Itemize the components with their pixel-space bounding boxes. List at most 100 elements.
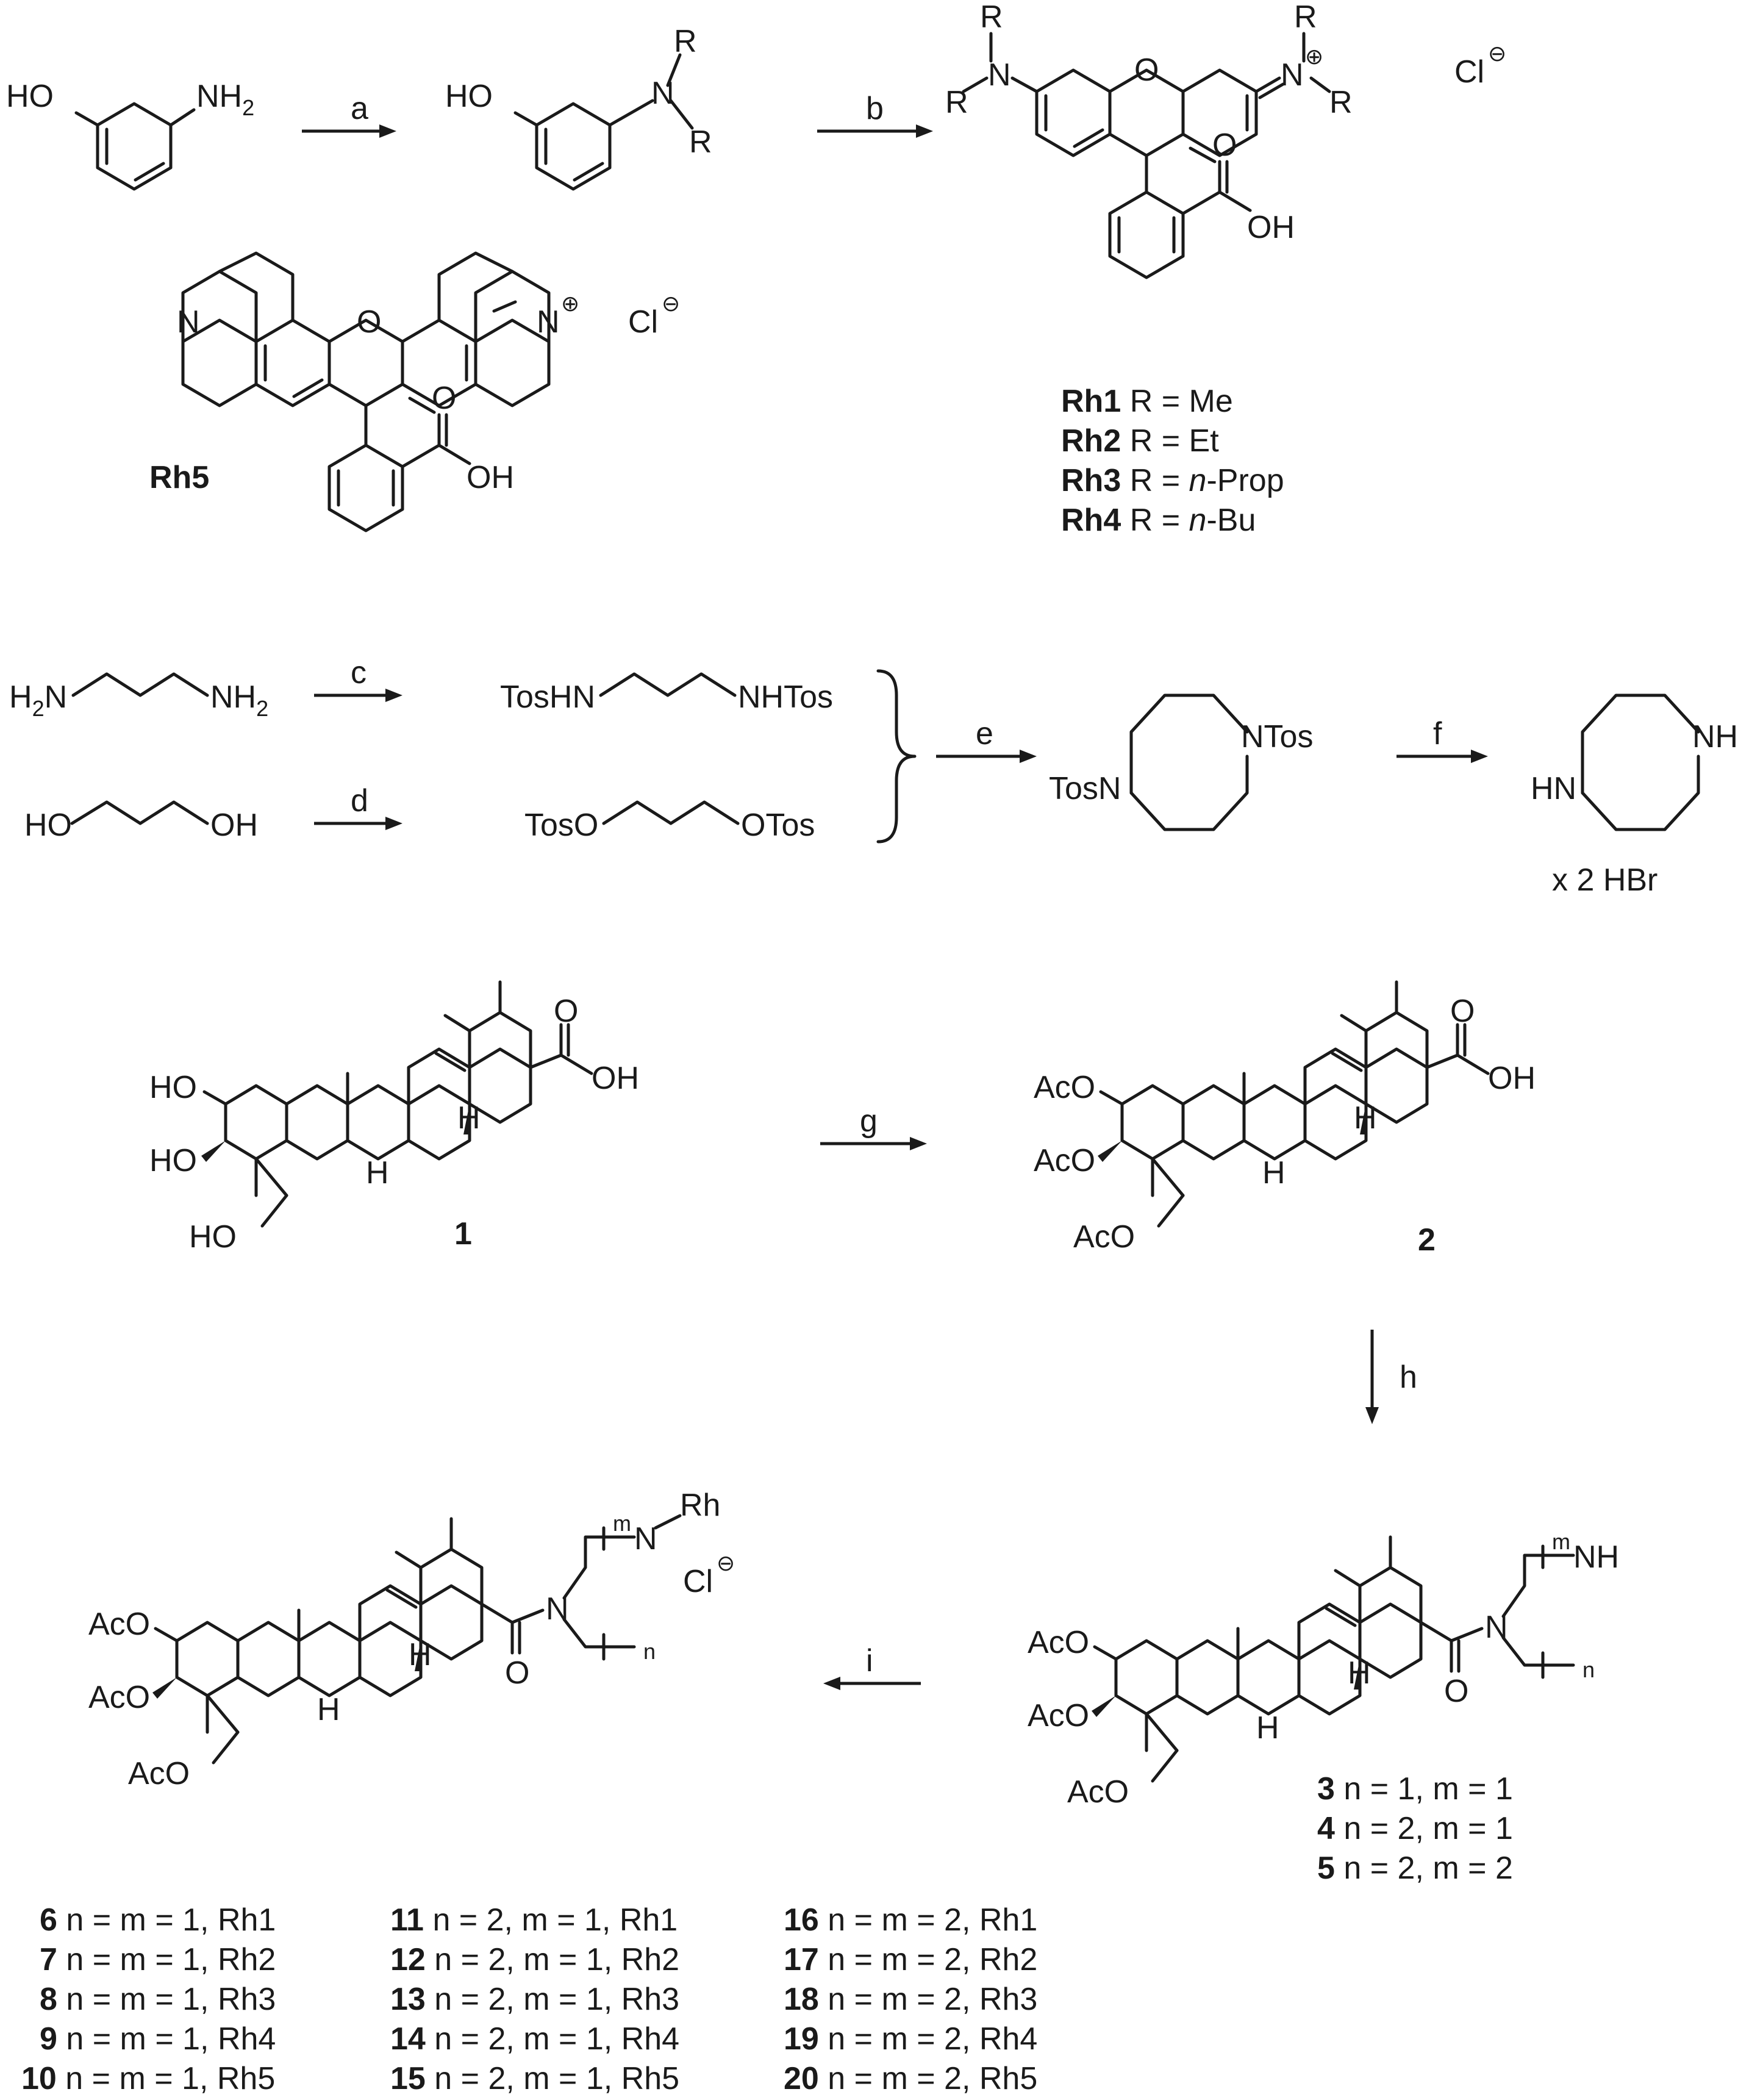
minus-charge: ⊖ [717, 1550, 735, 1575]
acetoxy-label: AcO [88, 1607, 150, 1642]
legend-rh2: Rh2 R = Et [1061, 423, 1219, 459]
dialkylaminophenol: HO N R R [445, 24, 712, 191]
reagent-a: a [351, 91, 368, 126]
m-aminophenol: HO NH2 [6, 79, 254, 191]
acetoxy-label: AcO [1028, 1625, 1089, 1660]
h-label: H [409, 1637, 432, 1672]
reagent-g: g [860, 1103, 878, 1139]
minus-charge: ⊖ [1488, 41, 1506, 66]
acetoxy-label: AcO [1028, 1698, 1089, 1733]
arrow-f: f [1396, 716, 1488, 763]
diazocane-dihydrobromide: NH HN x 2 HBr [1531, 693, 1738, 898]
propanediamine: H2N NH2 [9, 672, 268, 721]
h-label: H [366, 1155, 389, 1191]
carbonyl-oxygen-label: O [1444, 1674, 1468, 1709]
legend-14: 14 n = 2, m = 1, Rh4 [390, 2021, 679, 2057]
legend-rh3: Rh3 R = n-Prop [1061, 463, 1284, 498]
compound-1-label: 1 [454, 1216, 472, 1252]
amide-legend: 3 n = 1, m = 1 4 n = 2, m = 1 5 n = 2, m… [1317, 1771, 1513, 1886]
rh5-label: Rh5 [149, 460, 209, 495]
acid-oh-label: OH [1247, 210, 1295, 245]
amine-label: NH2 [196, 79, 254, 120]
plus-charge: ⊕ [561, 291, 579, 316]
legend-6: 6 n = m = 1, Rh1 [40, 1902, 276, 1938]
chloride-label: Cl [1454, 54, 1484, 90]
hydroxyl-label: HO [445, 79, 493, 114]
n-index: n [1582, 1657, 1595, 1682]
nitrogen-label: N [651, 76, 674, 111]
hydroxyl-label: HO [189, 1219, 237, 1255]
compound-1-structure: HO HO HO OH O H H [149, 982, 639, 1255]
reagent-f: f [1433, 716, 1442, 751]
tosn-label: TosN [1049, 771, 1121, 806]
legend-13: 13 n = 2, m = 1, Rh3 [390, 1982, 679, 2017]
r-group-label: R [980, 0, 1003, 35]
chloride-label: Cl [628, 304, 658, 340]
rh5-structure: O N N ⊕ Cl ⊖ O OH Rh5 [149, 251, 680, 532]
n-index: n [643, 1639, 656, 1664]
m-index: m [1552, 1529, 1570, 1554]
ring-oxygen-label: O [1134, 52, 1159, 88]
h-label: H [1354, 1100, 1377, 1136]
conjugate-structure: AcO AcO AcO N N Rh m n Cl ⊖ O H H [88, 1488, 735, 1791]
h-label: H [1348, 1655, 1371, 1691]
legend-15: 15 n = 2, m = 1, Rh5 [390, 2061, 679, 2096]
hbr-label: x 2 HBr [1552, 862, 1658, 898]
legend-18: 18 n = m = 2, Rh3 [784, 1982, 1037, 2017]
nhtos-label: NHTos [738, 679, 833, 715]
acetoxy-label: AcO [1034, 1143, 1095, 1178]
compound-2-label: 2 [1418, 1222, 1436, 1258]
toshn-label: TosHN [500, 679, 595, 715]
rhodamine-core: O N N ⊕ R R R R Cl ⊖ O OH [945, 0, 1506, 279]
acid-oh-label: OH [1488, 1061, 1536, 1096]
reagent-d: d [351, 783, 368, 819]
nh-label: NH [1573, 1539, 1619, 1575]
hydroxyl-label: HO [6, 79, 54, 114]
rh-label: Rh [680, 1488, 720, 1523]
right-nitrogen-label: N [1281, 57, 1304, 93]
arrow-h: h [1365, 1330, 1417, 1424]
minus-charge: ⊖ [662, 291, 680, 316]
arrow-a: a [302, 91, 396, 138]
h-label: H [317, 1692, 340, 1727]
ntos-label: NTos [1241, 719, 1313, 754]
arrow-g: g [820, 1103, 927, 1150]
hn-label: HN [1531, 771, 1576, 806]
legend-4: 4 n = 2, m = 1 [1317, 1811, 1513, 1846]
acetoxy-label: AcO [128, 1756, 190, 1791]
ditosyl-diazocane: NTos TosN [1049, 693, 1313, 831]
acetoxy-label: AcO [88, 1680, 150, 1715]
acetoxy-label: AcO [1034, 1070, 1095, 1105]
arrow-e: e [936, 716, 1037, 763]
otos-label: OTos [741, 808, 815, 843]
carbonyl-oxygen-label: O [505, 1655, 529, 1691]
hydroxyl-label: OH [210, 808, 258, 843]
legend-7: 7 n = m = 1, Rh2 [40, 1942, 276, 1977]
hydroxyl-label: HO [24, 808, 72, 843]
r-group-label: R [689, 124, 712, 160]
legend-rh1: Rh1 R = Me [1061, 384, 1233, 419]
arrow-b: b [817, 91, 933, 138]
hydroxyl-label: HO [149, 1143, 197, 1178]
legend-3: 3 n = 1, m = 1 [1317, 1771, 1513, 1807]
ditosyl-diamine: TosHN NHTos [500, 672, 833, 715]
left-nitrogen-label: N [988, 57, 1011, 93]
legend-8: 8 n = m = 1, Rh3 [40, 1982, 276, 2017]
amide-nitrogen-label: N [1485, 1610, 1508, 1645]
amide-nitrogen-label: N [546, 1591, 569, 1627]
legend-20: 20 n = m = 2, Rh5 [784, 2061, 1037, 2096]
r-group-label: R [1294, 0, 1317, 35]
h-label: H [1262, 1155, 1286, 1191]
legend-10: 10 n = m = 1, Rh5 [21, 2061, 275, 2096]
arrow-c: c [314, 655, 402, 702]
legend-rh4: Rh4 R = n-Bu [1061, 503, 1256, 538]
legend-9: 9 n = m = 1, Rh4 [40, 2021, 276, 2057]
legend-12: 12 n = 2, m = 1, Rh2 [390, 1942, 679, 1977]
compound-2-structure: AcO AcO AcO OH O H H [1034, 982, 1536, 1255]
combine-brace [876, 669, 917, 844]
carbonyl-oxygen-label: O [554, 994, 578, 1029]
h-label: H [457, 1100, 481, 1136]
r-group-label: R [674, 24, 697, 59]
carbonyl-oxygen-label: O [1212, 127, 1237, 163]
